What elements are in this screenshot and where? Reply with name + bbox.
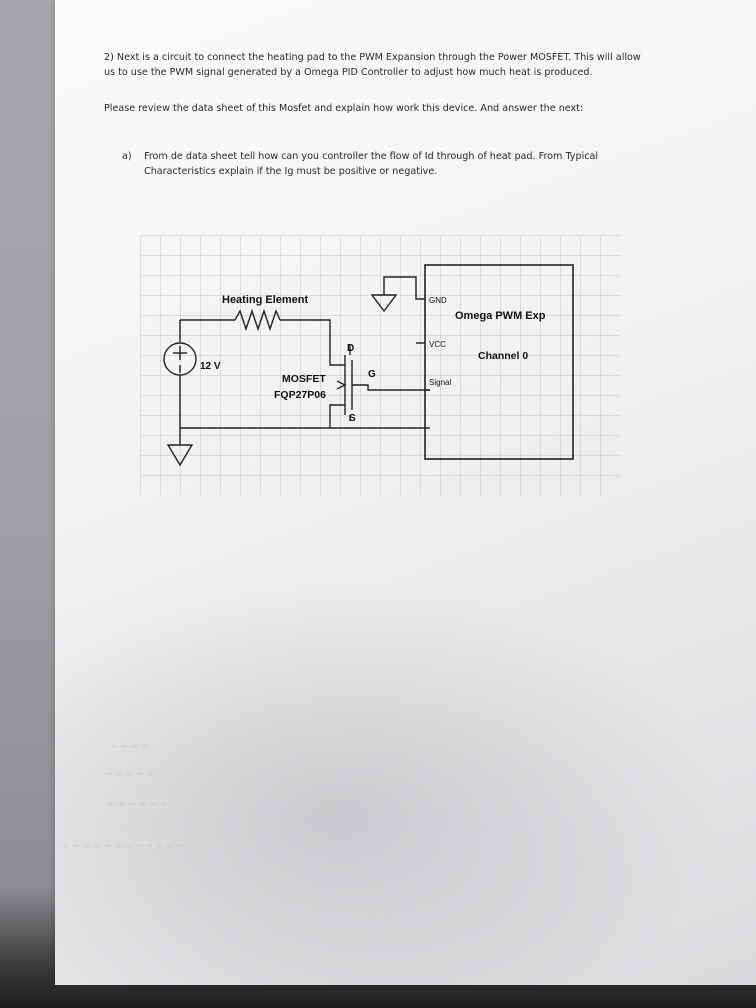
part-a-text: From de data sheet tell how can you cont…: [144, 151, 599, 177]
ground-bottom-symbol: [166, 444, 194, 467]
question-review: Please review the data sheet of this Mos…: [104, 103, 584, 114]
question-intro: 2) Next is a circuit to connect the heat…: [104, 52, 641, 78]
pin-vcc-label: VCC: [429, 340, 446, 349]
wire-source: [329, 404, 345, 428]
bleed-through-line-3: ~ ~ ~ ~ ~ ~: [108, 800, 168, 810]
heating-element-label: Heating Element: [222, 294, 309, 306]
circuit-diagram: Heating Element 12 V MOSFET FQP27P06 D G…: [140, 235, 620, 495]
mosfet-arrow: [336, 380, 347, 390]
bleed-through-line-2: ~ ~ ~ ~ ~: [105, 770, 155, 780]
mosfet-label: MOSFET: [282, 373, 326, 385]
battery-symbol: [163, 342, 197, 376]
resistor-heating-element: [234, 308, 281, 332]
source-voltage-label: 12 V: [200, 361, 221, 372]
module-title: Omega PWM Exp: [455, 310, 546, 322]
bleed-through-line-4: ~ ~ ~ ~ ~ ~ ~ ~ ~ ~ ~ ~: [62, 842, 184, 852]
pin-gnd-label: GND: [429, 296, 447, 305]
omega-module-box: [424, 264, 574, 460]
mosfet-part-number: FQP27P06: [274, 389, 326, 401]
pin-g-label: G: [368, 369, 376, 380]
wire-gnd: [383, 276, 425, 300]
module-channel-label: Channel 0: [478, 350, 528, 362]
ground-top-symbol: [370, 294, 398, 313]
diagram-grid: [140, 235, 620, 495]
bleed-through-line-1: ~ ~ ~ ~: [110, 742, 149, 752]
pin-d-label: D: [347, 343, 354, 354]
pin-s-label: S: [349, 413, 356, 424]
wire-top-right: [280, 319, 345, 366]
pin-signal-label: Signal: [429, 378, 451, 387]
circuit-schematic: Heating Element 12 V MOSFET FQP27P06 D G…: [163, 264, 574, 467]
part-a-letter: a): [122, 151, 132, 162]
wire-gate: [352, 384, 430, 391]
